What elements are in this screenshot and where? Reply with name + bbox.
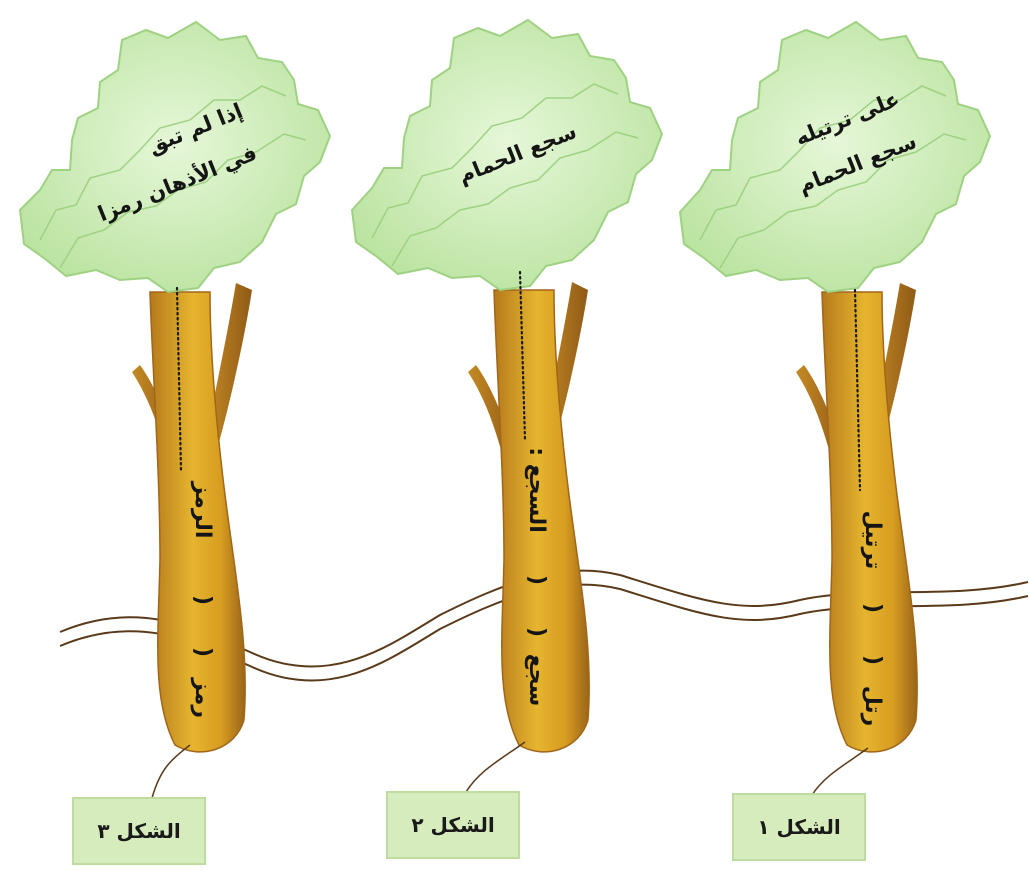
crown [678,20,992,294]
derived-word: الرمز [190,481,215,539]
trunk [149,291,246,753]
derived-word: السجع : [524,447,549,533]
trunk [821,291,918,753]
open-paren: ) [860,603,885,613]
close-paren: ) [860,655,885,665]
trunk [493,289,590,753]
open-paren: ) [190,595,215,605]
close-paren: ) [524,627,549,637]
figure-label-2: الشكل ٢ [386,791,520,859]
root-word: رمز [190,677,215,718]
figure-label-3: الشكل ٣ [72,797,206,865]
derived-word: ترتيل [860,511,885,570]
tree-3: إذا لم تبق في الأذهان رمزا الرمز ) ) رمز [18,20,332,799]
root-word: رتل [860,686,885,727]
branch [205,283,252,446]
tree-1: على ترتيله سجع الحمام ترتيل ) ) رتل [678,20,992,796]
tree-2: سجع الحمام السجع : ) ) سجع [350,18,664,793]
close-paren: ) [190,647,215,657]
crown [18,20,332,294]
figure-label-1: الشكل ١ [732,793,866,861]
root-word: سجع [524,654,549,707]
crown [350,18,664,292]
open-paren: ) [524,575,549,585]
